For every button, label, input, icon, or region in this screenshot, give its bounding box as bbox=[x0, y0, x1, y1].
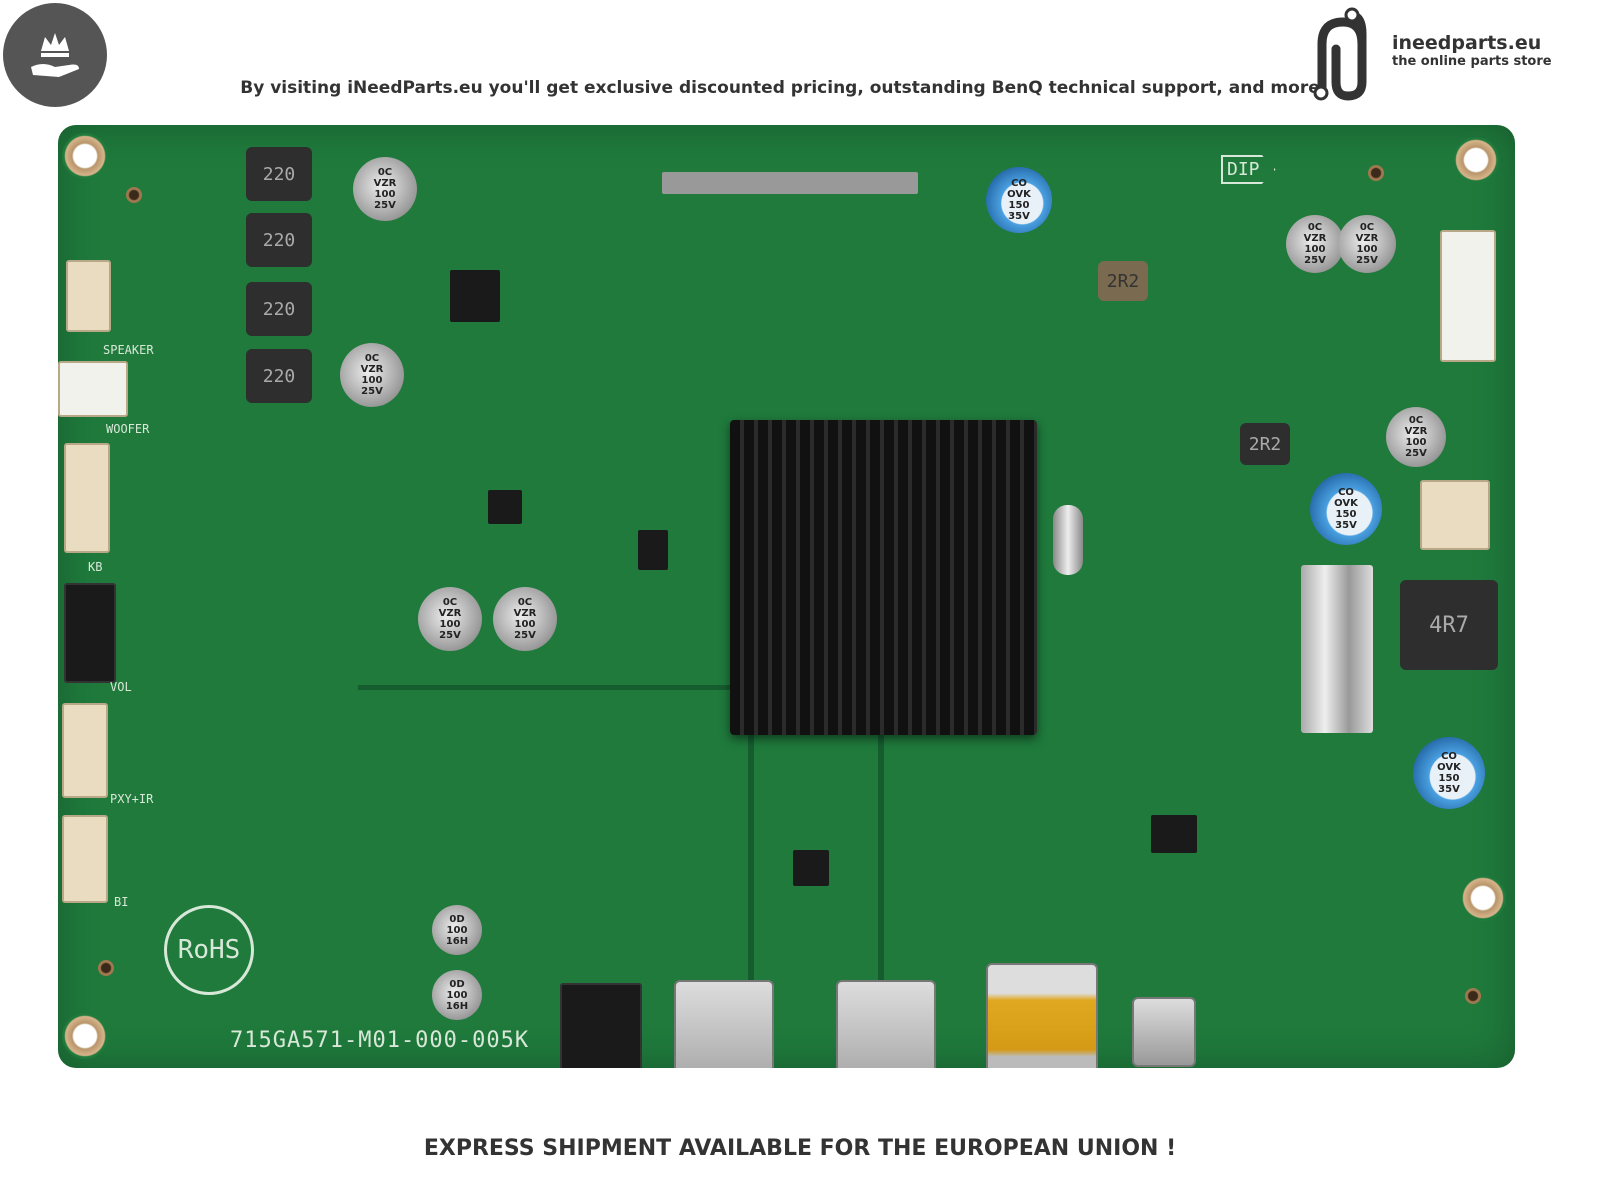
capacitor: 0D 100 16H bbox=[432, 970, 482, 1020]
capacitor: 0C VZR 100 25V bbox=[493, 587, 557, 651]
mounting-hole bbox=[1460, 875, 1506, 921]
inductor: 220 bbox=[246, 213, 312, 267]
capacitor: CO OVK 150 35V bbox=[986, 167, 1052, 233]
audio-jack bbox=[560, 983, 642, 1068]
ic-chip bbox=[450, 270, 500, 322]
ic-chip bbox=[1151, 815, 1197, 853]
trace bbox=[358, 685, 738, 690]
via bbox=[98, 960, 114, 976]
ic-chip bbox=[793, 850, 829, 886]
hdmi-port bbox=[674, 980, 774, 1068]
crown-hand-badge bbox=[3, 3, 107, 107]
via bbox=[126, 187, 142, 203]
inductor: 220 bbox=[246, 282, 312, 336]
capacitor: 0D 100 16H bbox=[432, 905, 482, 955]
power-connector bbox=[1420, 480, 1490, 550]
crown-hand-icon bbox=[31, 33, 79, 77]
capacitor: 0C VZR 100 25V bbox=[418, 587, 482, 651]
bi-label: BI bbox=[114, 895, 129, 909]
hdmi-port bbox=[836, 980, 936, 1068]
rohs-mark: RoHS bbox=[164, 905, 254, 995]
mounting-hole bbox=[1453, 137, 1499, 183]
speaker-connector bbox=[66, 260, 111, 332]
part-number: 715GA571-M01-000-005K bbox=[230, 1028, 530, 1053]
inductor: 2R2 bbox=[1240, 423, 1290, 465]
bi-connector bbox=[62, 815, 108, 903]
inductor: 220 bbox=[246, 147, 312, 201]
main-heatsink bbox=[730, 420, 1037, 735]
capacitor: 0C VZR 100 25V bbox=[1338, 215, 1396, 273]
shipping-banner: EXPRESS SHIPMENT AVAILABLE FOR THE EUROP… bbox=[423, 1136, 1177, 1161]
capacitor: CO OVK 150 35V bbox=[1310, 473, 1382, 545]
mounting-hole bbox=[62, 133, 108, 179]
capacitor: CO OVK 150 35V bbox=[1413, 737, 1485, 809]
mounting-hole bbox=[62, 1013, 108, 1059]
trace bbox=[748, 735, 754, 985]
via bbox=[1465, 988, 1481, 1004]
kb-label: KB bbox=[88, 560, 103, 574]
pxy-ir-label: PXY+IR bbox=[110, 792, 154, 806]
ic-chip bbox=[488, 490, 522, 524]
logo-name: ineedparts.eu bbox=[1392, 32, 1542, 54]
vol-connector bbox=[64, 583, 116, 683]
capacitor: 0C VZR 100 25V bbox=[1386, 407, 1446, 467]
inductor: 220 bbox=[246, 349, 312, 403]
trace bbox=[878, 735, 884, 985]
ic-chip bbox=[638, 530, 668, 570]
lvds-connector bbox=[662, 172, 918, 194]
logo-subtitle: the online parts store bbox=[1392, 54, 1552, 69]
small-heatsink bbox=[1301, 565, 1373, 733]
side-connector bbox=[1440, 230, 1496, 362]
pxy-ir-connector bbox=[62, 703, 108, 798]
crystal bbox=[1053, 505, 1083, 575]
inductor: 2R2 bbox=[1098, 261, 1148, 301]
via bbox=[1368, 165, 1384, 181]
pcb-board: SPEAKER WOOFER KB VOL PXY+IR BI 220 220 … bbox=[58, 125, 1515, 1068]
inductor: 4R7 bbox=[1400, 580, 1498, 670]
kb-connector bbox=[64, 443, 110, 553]
vol-label: VOL bbox=[110, 680, 132, 694]
usb-c-port bbox=[1132, 997, 1196, 1067]
dip-arrow-label: DIP bbox=[1221, 155, 1276, 184]
speaker-label: SPEAKER bbox=[103, 343, 154, 357]
ineedparts-logo bbox=[1313, 7, 1367, 101]
woofer-connector bbox=[58, 361, 128, 417]
capacitor: 0C VZR 100 25V bbox=[353, 157, 417, 221]
displayport bbox=[986, 963, 1098, 1068]
capacitor: 0C VZR 100 25V bbox=[1286, 215, 1344, 273]
tagline: By visiting iNeedParts.eu you'll get exc… bbox=[240, 78, 1320, 98]
woofer-label: WOOFER bbox=[106, 422, 150, 436]
capacitor: 0C VZR 100 25V bbox=[340, 343, 404, 407]
